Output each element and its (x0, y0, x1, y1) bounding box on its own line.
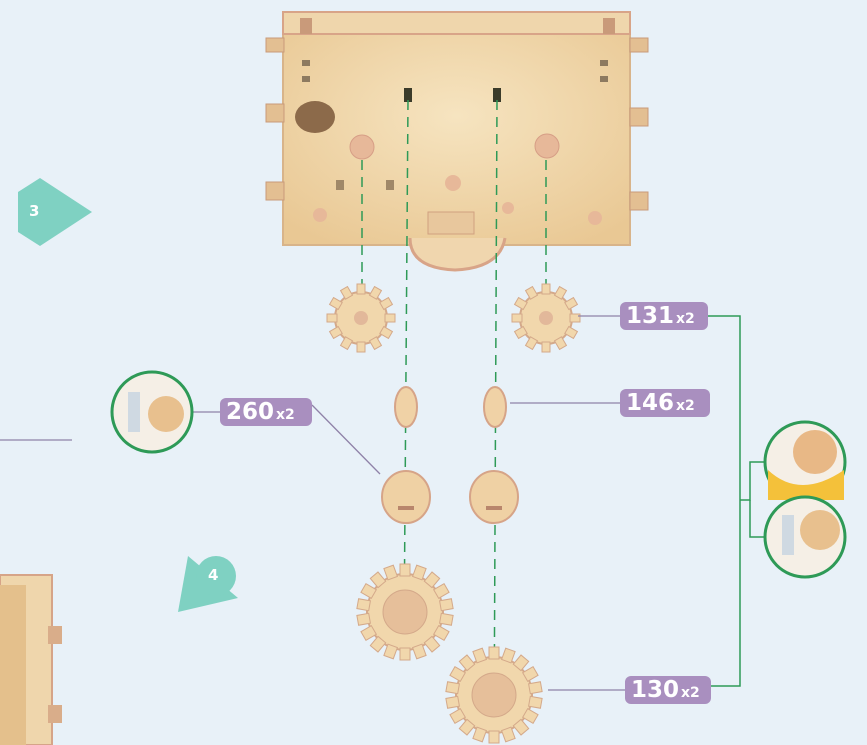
part-number: 131 (626, 302, 674, 330)
part-quantity: x2 (676, 305, 695, 333)
grouping-bracket (708, 316, 764, 686)
peg-left (395, 387, 417, 427)
part-number: 130 (631, 676, 679, 704)
part-quantity: x2 (276, 401, 295, 429)
part-quantity: x2 (676, 392, 695, 420)
leader-lines (0, 316, 625, 690)
part-label-130: 130 x2 (625, 676, 711, 704)
detail-circle-top-right (765, 422, 845, 502)
part-label-146: 146 x2 (620, 389, 710, 417)
ring-right (470, 471, 518, 523)
part-number: 260 (226, 398, 274, 426)
wooden-box (266, 12, 648, 270)
step-4-arrow-icon (178, 556, 238, 612)
ring-left (382, 471, 430, 523)
part-number: 146 (626, 389, 674, 417)
step-4-number: 4 (208, 566, 218, 584)
part-label-260: 260 x2 (220, 398, 312, 426)
partial-box-bottom-left (0, 575, 62, 745)
detail-circle-left (112, 372, 192, 452)
gear-large-right (446, 647, 542, 743)
step-3-number: 3 (29, 202, 39, 220)
detail-circle-bottom-right (765, 497, 845, 577)
part-quantity: x2 (681, 679, 700, 707)
peg-right (484, 387, 506, 427)
gear-large-left (357, 564, 453, 660)
part-label-131: 131 x2 (620, 302, 708, 330)
gear-small-left (327, 284, 395, 352)
gear-small-right (512, 284, 580, 352)
